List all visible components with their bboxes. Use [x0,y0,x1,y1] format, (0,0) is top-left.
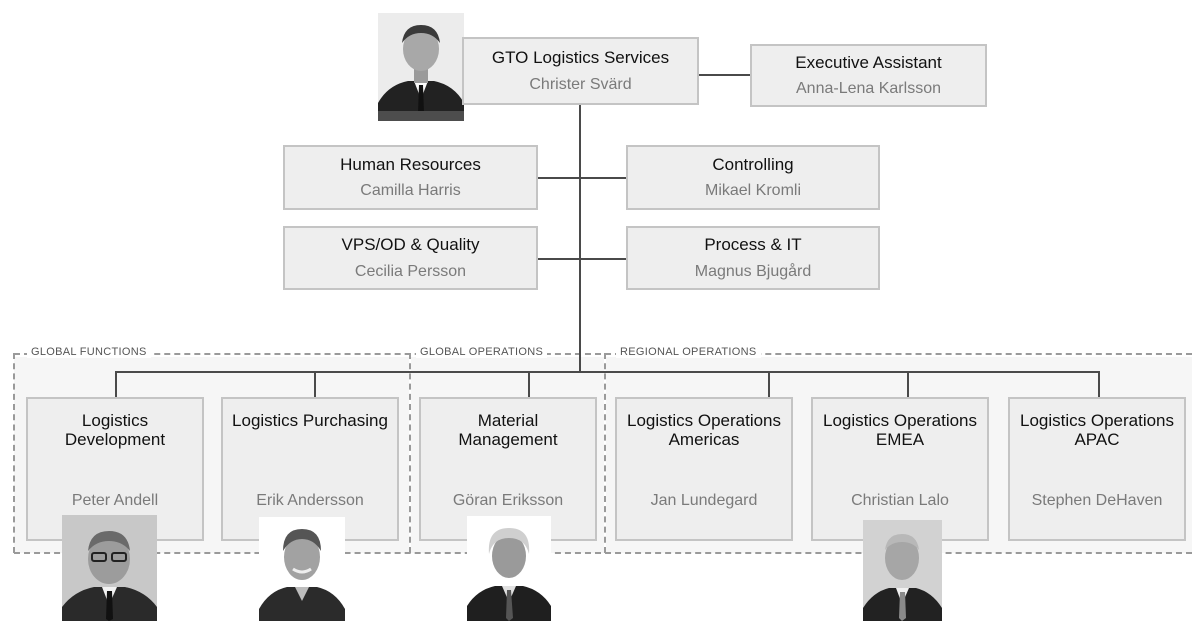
box-controlling: Controlling Mikael Kromli [626,145,880,210]
name-erik-andersson: Erik Andersson [256,492,364,509]
box-human-resources: Human Resources Camilla Harris [283,145,538,210]
section-frame-bottom [14,552,1192,554]
connector-unit-6 [1098,371,1100,398]
connector-staff-row1 [537,177,627,179]
name-jan-lundegard: Jan Lundegard [650,492,758,509]
connector-unit-3 [528,371,530,398]
section-frame-left [13,353,15,553]
title-executive-assistant: Executive Assistant [795,52,942,72]
box-logistics-operations-emea: Logistics Operations EMEA Christian Lalo [811,397,989,541]
connector-unit-4 [768,371,770,398]
name-goran-eriksson: Göran Eriksson [452,492,564,509]
section-label-global-operations: GLOBAL OPERATIONS [416,346,548,358]
title-material-management: Material Management [458,411,558,450]
box-executive-assistant: Executive Assistant Anna-Lena Karlsson [750,44,987,107]
title-logistics-development: Logistics Development [64,411,166,450]
box-process-it: Process & IT Magnus Bjugård [626,226,880,290]
box-material-management: Material Management Göran Eriksson [419,397,597,541]
name-camilla-harris: Camilla Harris [360,182,461,200]
box-vps-od-quality: VPS/OD & Quality Cecilia Persson [283,226,538,290]
title-logistics-operations-emea: Logistics Operations EMEA [822,411,978,450]
box-logistics-development: Logistics Development Peter Andell [26,397,204,541]
name-magnus-bjugard: Magnus Bjugård [694,262,812,280]
title-process-it: Process & IT [704,235,802,255]
connector-unit-5 [907,371,909,398]
section-label-global-functions: GLOBAL FUNCTIONS [27,346,151,358]
connector-staff-row2 [537,258,627,260]
photo-erik-andersson [259,517,345,621]
photo-goran-eriksson [467,516,551,621]
name-christian-lalo: Christian Lalo [851,492,949,509]
connector-trunk [579,104,581,372]
box-logistics-operations-americas: Logistics Operations Americas Jan Lundeg… [615,397,793,541]
connector-units-bus [115,371,1100,373]
connector-assistant [698,74,750,76]
photo-christer-svard [378,13,464,121]
title-logistics-purchasing: Logistics Purchasing [232,411,388,430]
name-mikael-kromli: Mikael Kromli [704,182,801,200]
title-gto-logistics-services: GTO Logistics Services [491,48,670,68]
connector-unit-2 [314,371,316,398]
box-gto-logistics-services: GTO Logistics Services Christer Svärd [462,37,699,105]
section-frame-top [14,353,1192,355]
name-anna-lena-karlsson: Anna-Lena Karlsson [796,80,941,98]
section-divider-1 [409,353,411,553]
photo-christian-lalo [863,520,942,621]
name-christer-svard: Christer Svärd [529,75,632,93]
title-vps-od-quality: VPS/OD & Quality [341,235,480,255]
title-controlling: Controlling [712,154,794,174]
section-divider-2 [604,353,606,553]
title-logistics-operations-apac: Logistics Operations APAC [1019,411,1175,450]
section-label-regional-operations: REGIONAL OPERATIONS [616,346,761,358]
title-logistics-operations-americas: Logistics Operations Americas [626,411,782,450]
name-cecilia-persson: Cecilia Persson [354,262,467,280]
name-peter-andell: Peter Andell [71,492,159,509]
photo-peter-andell [62,515,157,621]
name-stephen-dehaven: Stephen DeHaven [1031,492,1163,509]
title-human-resources: Human Resources [340,154,481,174]
box-logistics-operations-apac: Logistics Operations APAC Stephen DeHave… [1008,397,1186,541]
connector-unit-1 [115,371,117,398]
